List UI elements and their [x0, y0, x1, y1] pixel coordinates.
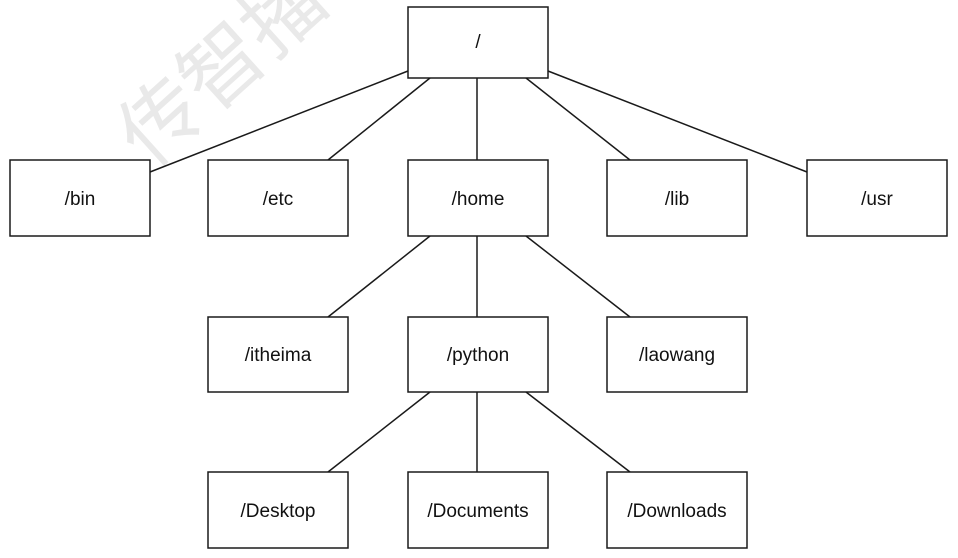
node-python: /python	[407, 316, 549, 393]
node-documents-label: /Documents	[427, 501, 528, 522]
edge-home-itheima	[327, 235, 431, 318]
edge-root-lib	[525, 77, 631, 161]
edge-root-usr	[547, 70, 808, 173]
node-laowang: /laowang	[606, 316, 748, 393]
watermark-text: 传智播客	[100, 0, 407, 185]
node-laowang-label: /laowang	[639, 345, 715, 366]
node-etc: /etc	[207, 159, 349, 237]
edge-python-downloads	[525, 391, 631, 473]
node-bin-label: /bin	[65, 189, 96, 210]
node-desktop: /Desktop	[207, 471, 349, 549]
node-lib: /lib	[606, 159, 748, 237]
node-bin: /bin	[9, 159, 151, 237]
node-home: /home	[407, 159, 549, 237]
node-documents: /Documents	[407, 471, 549, 549]
node-usr: /usr	[806, 159, 948, 237]
tree-edges	[149, 70, 808, 473]
node-itheima: /itheima	[207, 316, 349, 393]
node-python-label: /python	[447, 345, 509, 366]
node-home-label: /home	[452, 189, 505, 210]
edge-root-etc	[327, 77, 431, 161]
node-lib-label: /lib	[665, 189, 689, 210]
node-usr-label: /usr	[861, 189, 893, 210]
edge-root-bin	[149, 70, 409, 173]
node-downloads: /Downloads	[606, 471, 748, 549]
node-itheima-label: /itheima	[245, 345, 312, 366]
edge-python-desktop	[327, 391, 431, 473]
node-downloads-label: /Downloads	[627, 501, 726, 522]
node-root: /	[407, 6, 549, 79]
node-desktop-label: /Desktop	[241, 501, 316, 522]
node-etc-label: /etc	[263, 189, 294, 210]
edge-home-laowang	[525, 235, 631, 318]
node-root-label: /	[475, 32, 481, 53]
